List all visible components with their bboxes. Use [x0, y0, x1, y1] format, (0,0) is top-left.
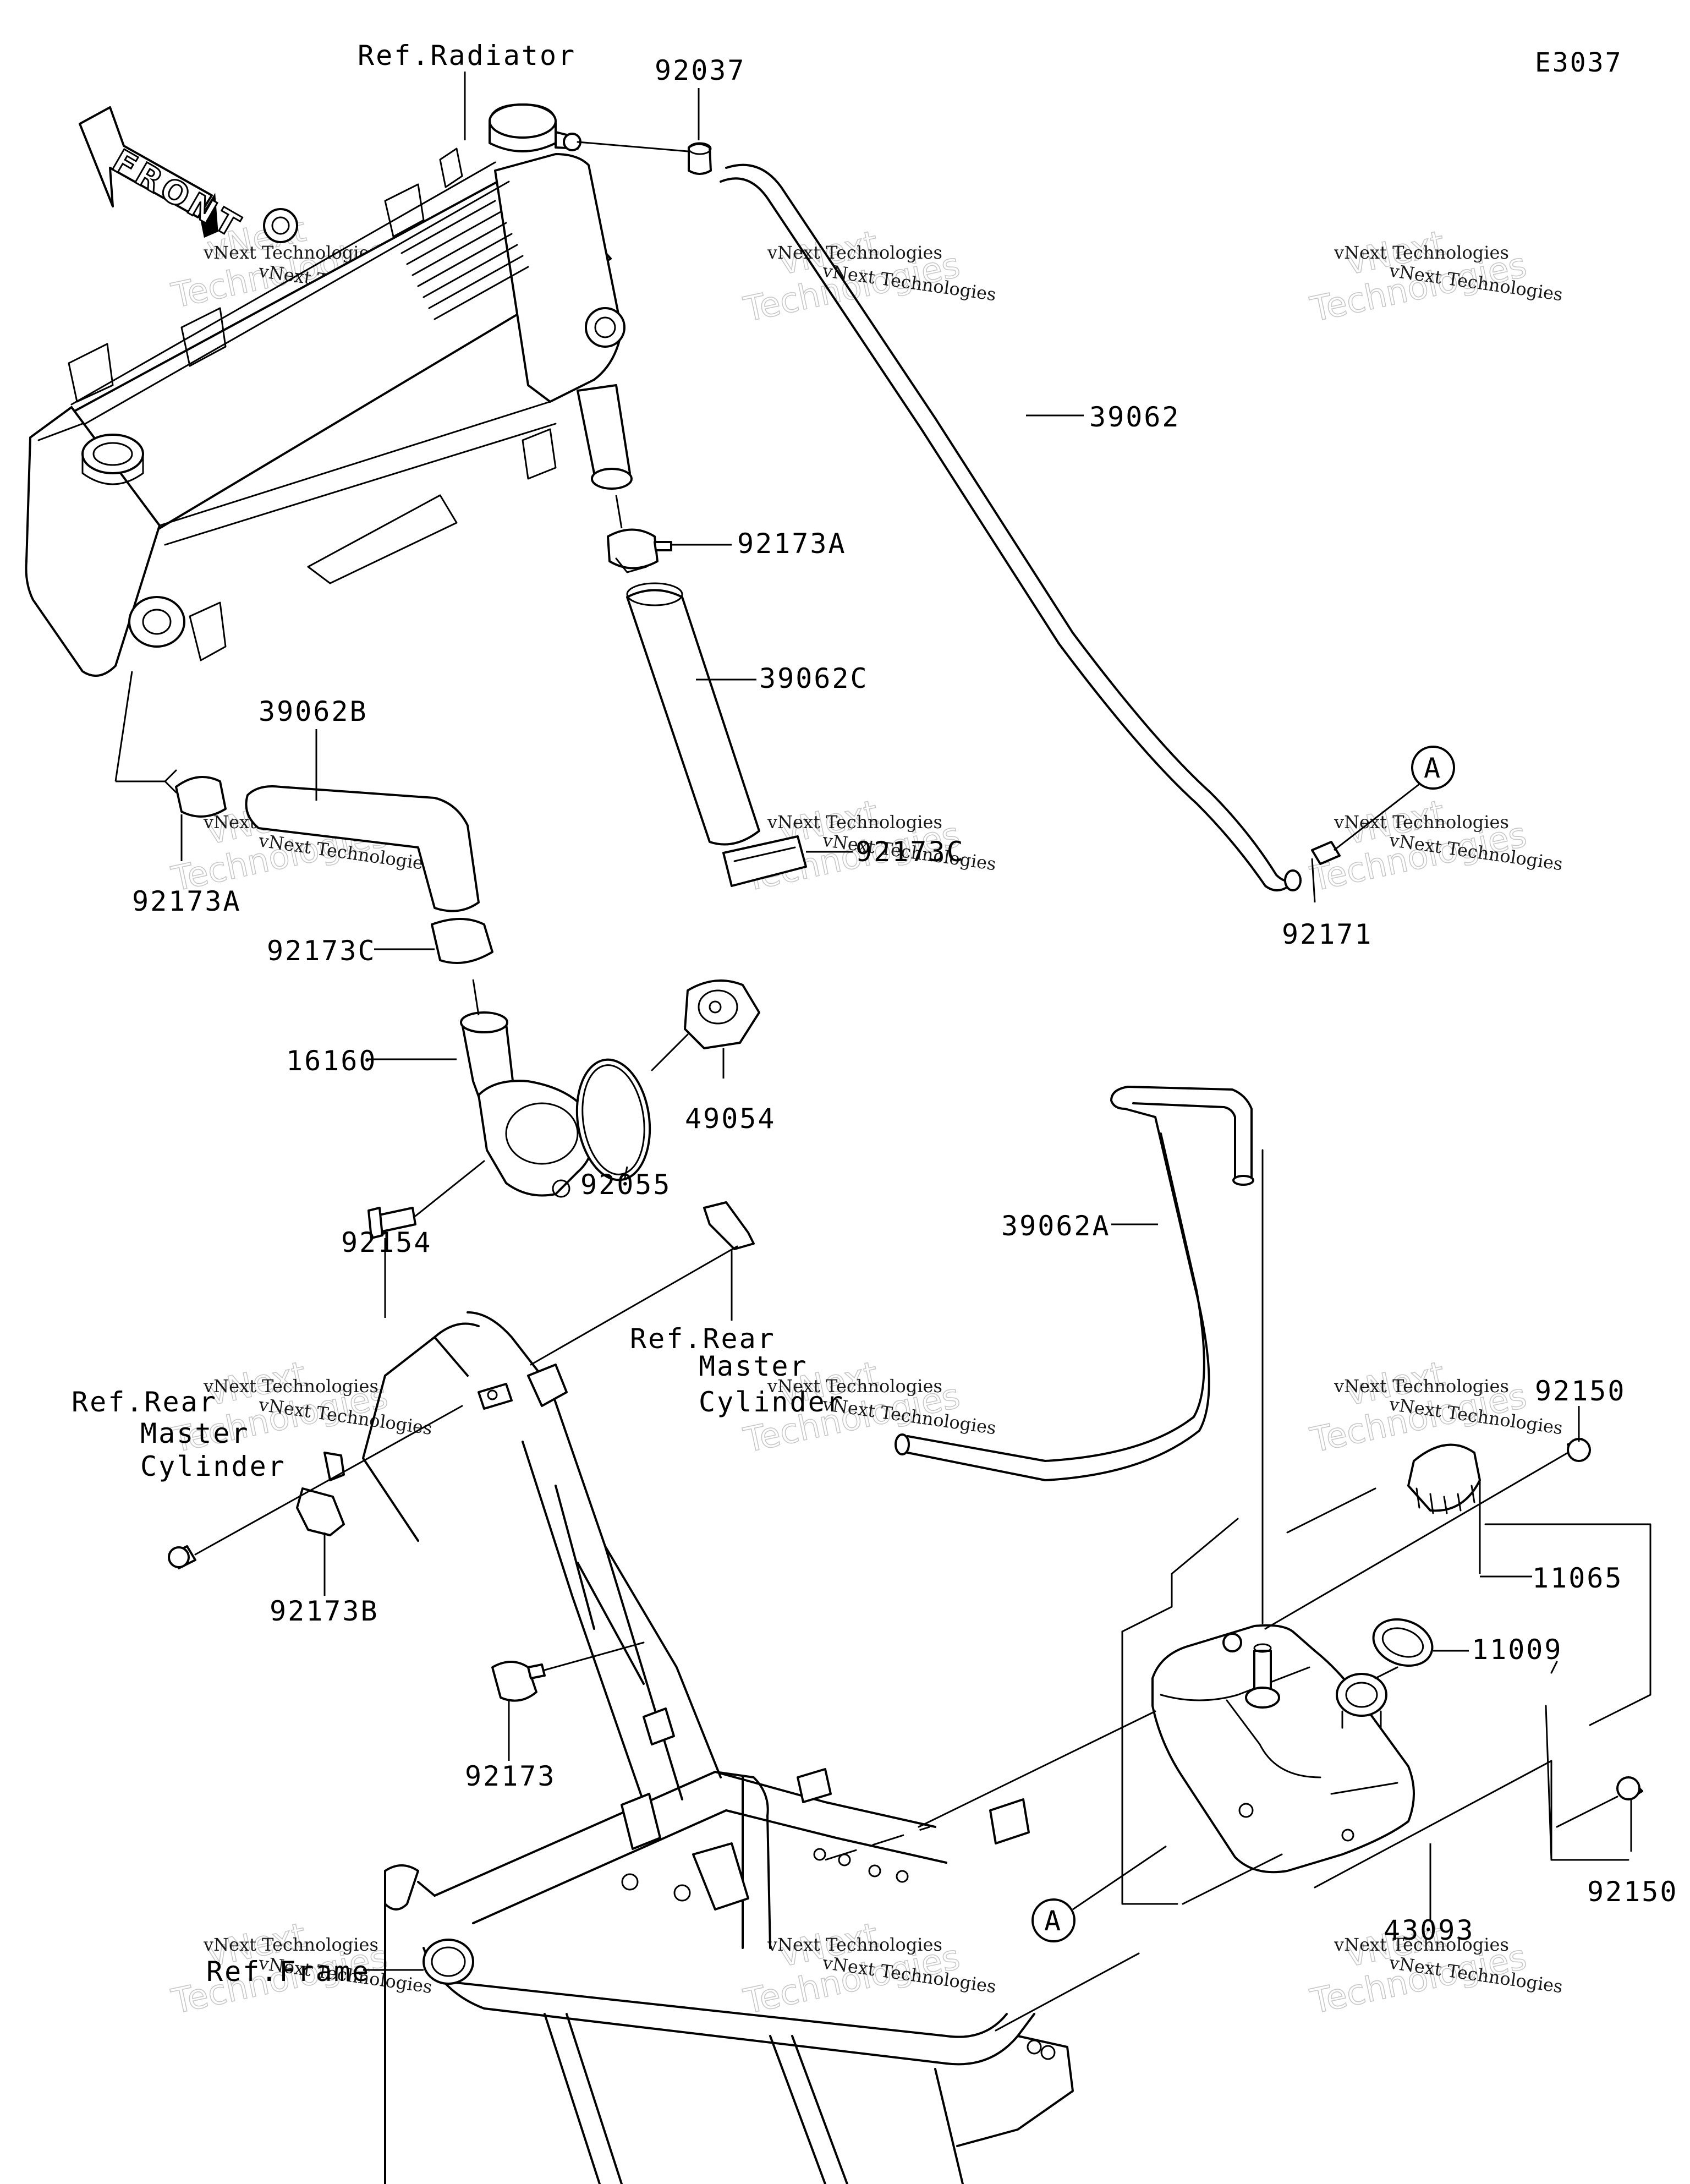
part-label-39062C: 39062C — [759, 663, 869, 694]
hose-39062 — [720, 163, 1302, 891]
watermark: vNext Technologies — [739, 222, 963, 330]
front-arrow-icon: FRONT — [79, 106, 250, 247]
o-ring-92055 — [575, 1058, 651, 1181]
thermostat-49054 — [684, 979, 760, 1049]
ref-rear-master-upper-line3: Cylinder — [699, 1386, 844, 1418]
part-label-92173C-right: 92173C — [855, 836, 965, 868]
radiator-cap — [489, 103, 581, 152]
watermark-text: vNext Technologies — [767, 242, 942, 263]
part-label-39062B: 39062B — [259, 696, 368, 727]
watermark-text: vNext Technologies — [1334, 1376, 1509, 1397]
watermark-text: vNext Technologies — [1334, 242, 1509, 263]
part-label-92150-right: 92150 — [1587, 1876, 1678, 1908]
hose-39062A — [895, 1086, 1254, 1481]
callout-a-label-bottom: A — [1044, 1905, 1062, 1937]
radiator-fins-icon — [400, 200, 529, 320]
clamp-92037 — [688, 142, 712, 175]
clamp-92171 — [1311, 841, 1341, 865]
part-label-92037: 92037 — [655, 54, 746, 86]
gasket-11009 — [1372, 1618, 1434, 1667]
ref-rear-master-left-line2: Master — [140, 1417, 250, 1449]
callout-a-top — [1411, 746, 1455, 790]
part-label-11009: 11009 — [1472, 1634, 1563, 1666]
ref-radiator-label: Ref.Radiator — [358, 40, 576, 72]
radiator-assembly — [25, 103, 633, 677]
watermark-text: vNext Technologies — [767, 1934, 942, 1955]
thermostat-housing-16160 — [460, 1011, 596, 1198]
hose-39062C — [626, 582, 760, 846]
clamp-92173C-right — [722, 835, 807, 887]
bolt-92150-right — [1616, 1776, 1643, 1800]
part-label-39062A: 39062A — [1001, 1210, 1111, 1242]
ref-rear-master-upper-line2: Master — [699, 1350, 808, 1382]
clamp-92173 — [491, 1661, 546, 1702]
callout-a-bottom — [1031, 1898, 1076, 1942]
watermark-text: vNext Technologies — [1334, 1934, 1509, 1955]
clamp-92173A-left — [164, 769, 227, 818]
ref-frame-label: Ref.Frame — [206, 1956, 370, 1988]
part-label-92173: 92173 — [465, 1760, 556, 1792]
clamp-92173B — [296, 1452, 345, 1536]
watermark-text: vNext Technologies — [203, 1934, 378, 1955]
callout-a-label-top: A — [1424, 752, 1442, 784]
part-label-39062: 39062 — [1089, 401, 1181, 433]
part-label-11065: 11065 — [1532, 1562, 1623, 1594]
part-label-92173C-left: 92173C — [267, 935, 376, 967]
front-label: FRONT — [106, 142, 250, 247]
part-label-92173B: 92173B — [270, 1595, 379, 1627]
bolt-ref-rear-master-left — [168, 1545, 196, 1569]
part-label-49054: 49054 — [685, 1103, 776, 1135]
part-label-92150-top: 92150 — [1535, 1375, 1626, 1407]
watermark-text: vNext Technologies — [767, 812, 942, 833]
hose-39062B — [245, 785, 480, 912]
bolt-92150-top — [1567, 1438, 1591, 1462]
cap-11065 — [1407, 1443, 1481, 1514]
part-label-43093: 43093 — [1384, 1914, 1475, 1946]
part-label-16160: 16160 — [286, 1045, 377, 1077]
bracket-ref-rear-master-upper — [703, 1201, 755, 1250]
watermark-text: vNext Technologies — [1334, 812, 1509, 833]
reserve-tank-43093 — [1151, 1624, 1415, 1874]
part-label-92173A-left: 92173A — [132, 885, 242, 917]
part-label-92154: 92154 — [341, 1227, 432, 1258]
ref-rear-master-left-line1: Ref.Rear — [72, 1386, 217, 1418]
bolt-92154 — [367, 1207, 416, 1239]
watermark-text: vNext Technologies — [203, 1376, 378, 1397]
part-label-92171: 92171 — [1282, 918, 1373, 950]
diagram-code: E3037 — [1535, 47, 1623, 78]
frame-assembly — [362, 1311, 1156, 2184]
part-label-92173A-top: 92173A — [737, 528, 847, 560]
ref-rear-master-left-line3: Cylinder — [140, 1450, 286, 1482]
clamp-92173C-left — [431, 918, 493, 964]
part-label-92055: 92055 — [580, 1169, 672, 1201]
watermark-text: vNext Technologies — [767, 1376, 942, 1397]
clamp-92173A-top — [607, 528, 672, 573]
ref-rear-master-upper-line1: Ref.Rear — [630, 1323, 776, 1355]
